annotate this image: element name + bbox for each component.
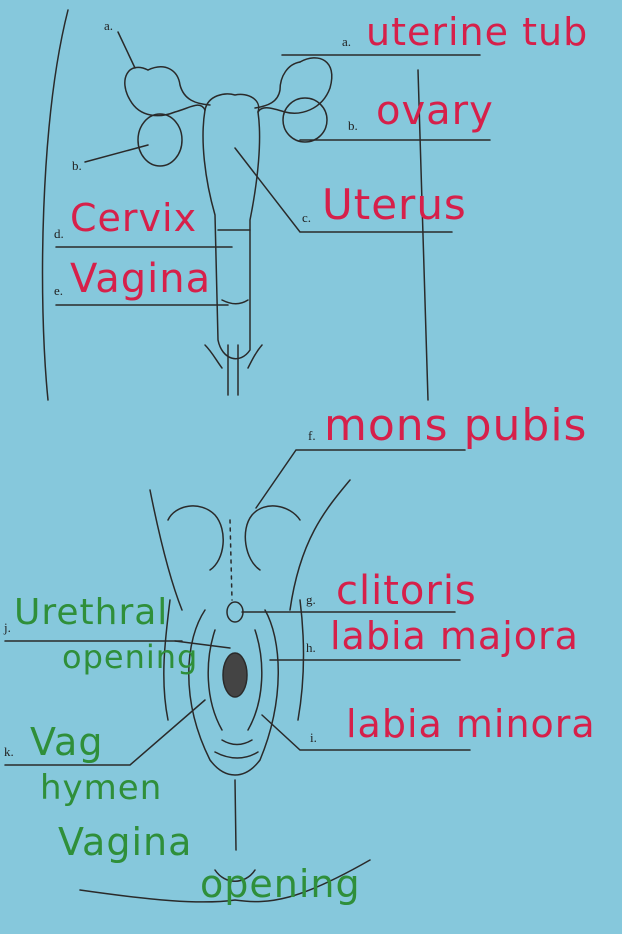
label-e-letter: e.	[54, 283, 63, 299]
label-j-letter: j.	[4, 620, 11, 636]
label-k-letter: k.	[4, 744, 14, 760]
label-h-answer: labia majora	[330, 614, 579, 658]
label-b-letter: b.	[348, 118, 358, 134]
label-h-letter: h.	[306, 640, 316, 656]
bottom-note-line1: Vagina	[58, 820, 192, 864]
label-k-answer: Vag	[30, 720, 103, 764]
label-f-answer: mons pubis	[324, 400, 587, 451]
label-i-letter: i.	[310, 730, 317, 746]
label-d-letter: d.	[54, 226, 64, 242]
label-a-answer: uterine tub	[366, 10, 588, 54]
label-j-answer: Urethral	[14, 592, 168, 633]
label-c-answer: Uterus	[322, 180, 467, 229]
label-i-answer: labia minora	[346, 702, 596, 746]
diagram-letter-b: b.	[72, 158, 82, 174]
diagram-letter-a: a.	[104, 18, 113, 34]
label-e-answer: Vagina	[70, 256, 211, 302]
label-c-letter: c.	[302, 210, 311, 226]
label-j-answer-line2: opening	[62, 638, 198, 676]
label-g-letter: g.	[306, 592, 316, 608]
label-g-answer: clitoris	[336, 568, 477, 614]
label-k-answer-line2: hymen	[40, 768, 162, 808]
label-d-answer: Cervix	[70, 196, 197, 240]
bottom-note-line2: opening	[200, 862, 361, 906]
label-b-answer: ovary	[376, 88, 494, 134]
label-f-letter: f.	[308, 428, 316, 444]
label-a-letter: a.	[342, 34, 351, 50]
